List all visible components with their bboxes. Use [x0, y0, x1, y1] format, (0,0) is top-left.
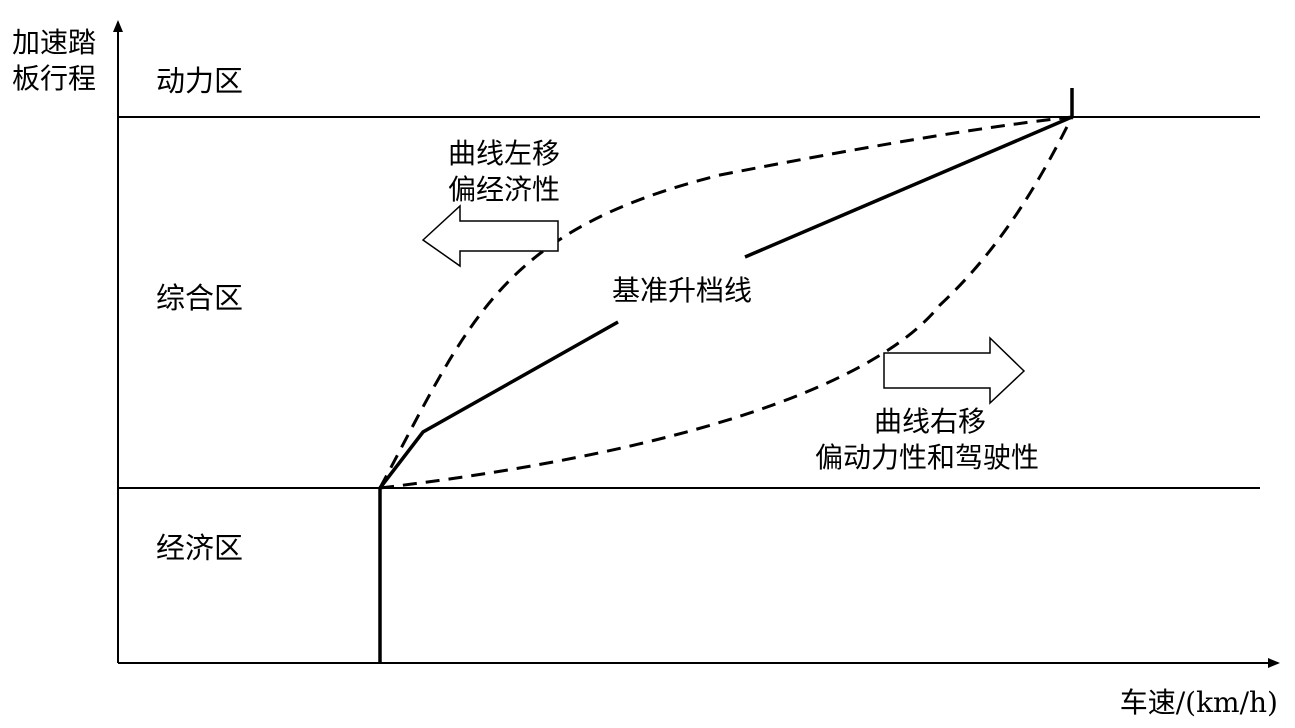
y-axis-label-line1: 加速踏: [12, 26, 96, 59]
y-axis-label-line2: 板行程: [12, 62, 96, 95]
left-shifted-curve: [378, 115, 1073, 489]
zone-label-power: 动力区: [156, 64, 243, 98]
zone-label-combined: 综合区: [156, 281, 243, 315]
baseline-upshift-label: 基准升档线: [612, 274, 752, 307]
right-shifted-curve: [379, 116, 1074, 490]
zone-label-economy: 经济区: [156, 531, 243, 565]
left-shift-note-line1: 曲线左移: [448, 137, 560, 170]
right-arrow-icon: [883, 336, 1026, 405]
x-axis-label: 车速/(km/h): [1120, 686, 1278, 719]
baseline-upshift-line-upper: [744, 88, 1074, 259]
baseline-upshift-line-lower: [378, 320, 619, 663]
left-shift-note-line2: 偏经济性: [448, 173, 560, 206]
right-shift-note-line1: 曲线右移: [874, 405, 986, 438]
right-shift-note-line2: 偏动力性和驾驶性: [815, 441, 1039, 474]
left-arrow-icon: [421, 204, 559, 268]
